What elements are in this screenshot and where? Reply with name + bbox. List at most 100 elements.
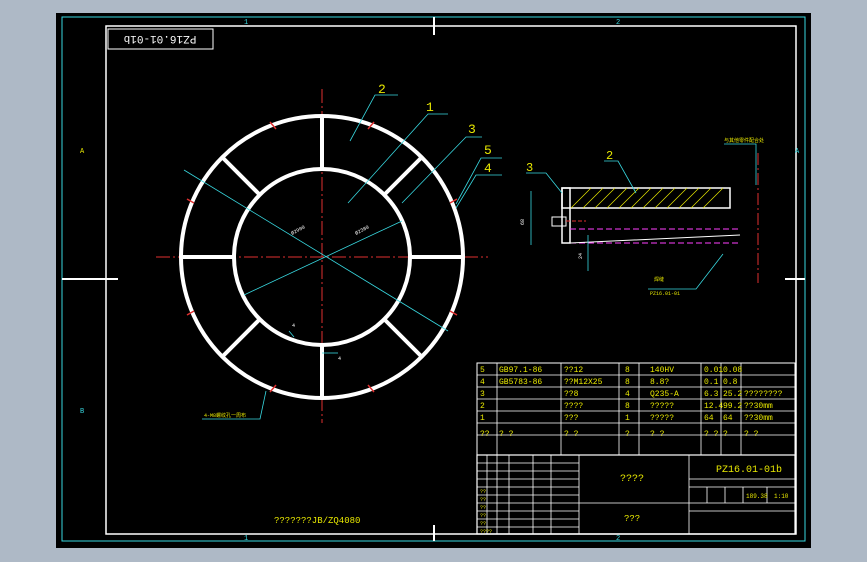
bom-cell: 0.1: [704, 378, 719, 387]
bom-cell: 2: [480, 402, 485, 411]
inner-border: [105, 25, 797, 535]
title-left-labels: ??????????????: [480, 489, 492, 535]
bom-cell: ??30mm: [744, 414, 773, 423]
title-block-grid: [477, 455, 795, 534]
bolt-head: [551, 216, 567, 227]
callout-3: 3: [468, 122, 476, 137]
rotated-drawing-number: PZ16.01-01b: [124, 32, 197, 44]
callout-5: 5: [484, 143, 492, 158]
bom-cell: ??M12X25: [564, 378, 603, 387]
bom-cell: ?????: [650, 414, 674, 423]
dim-inner-label: Ø2380: [354, 224, 371, 237]
bom-cell: 8: [625, 366, 630, 375]
bom-cell: ? ?: [650, 430, 665, 439]
zone-mark-left-a: A: [80, 148, 85, 156]
bom-cell: 8.8?: [650, 378, 669, 387]
bom-cell: ??30mm: [744, 402, 773, 411]
bom-cell: ??: [480, 430, 490, 439]
title-left-label: ????: [480, 529, 492, 535]
outer-border: [61, 16, 806, 542]
thread-note-leader: [202, 390, 267, 420]
bom-cell: ??8: [564, 390, 579, 399]
title-drawing-number: PZ16.01-01b: [716, 464, 782, 476]
section-note-top: 与其他零件配合处: [724, 137, 764, 144]
bom-cell: 64: [704, 414, 714, 423]
bom-cell: GB97.1-86: [499, 366, 542, 375]
plan-view: Ø2900 Ø2380 4 4 2 1 3 5 4 4-M8螺纹孔一周布: [156, 82, 502, 423]
bom-cell: 12.4: [704, 402, 723, 411]
bom-cell: ?????: [650, 402, 674, 411]
bom-cell: 140HV: [650, 366, 674, 375]
bom-cell: 1: [480, 414, 485, 423]
title-part-name: ????: [620, 474, 644, 485]
section-callout-2: 2: [606, 149, 613, 163]
title-left-label: ??: [480, 513, 486, 519]
bom-cell: ? ?: [564, 430, 579, 439]
section-note-bottom: PZ16.01-01: [650, 291, 680, 297]
bom-cell: ?: [625, 430, 630, 439]
title-left-label: ??: [480, 505, 486, 511]
bolt-hole-marks: [186, 121, 458, 393]
dim-line-inner: [243, 220, 403, 296]
dim-height-label: 68: [520, 219, 526, 225]
cad-viewport[interactable]: 1 2 A B A 1 2 PZ16.01-01b: [56, 13, 811, 548]
callout-1: 1: [426, 100, 434, 115]
title-block: PZ16.01-01b ???? ??? 189.38 1:10 ???????…: [476, 454, 796, 535]
dim-outer-label: Ø2900: [290, 224, 307, 237]
bom-cell: 1: [625, 414, 630, 423]
title-weight: 189.38: [746, 493, 768, 500]
bom-cell: GB5783-86: [499, 378, 542, 387]
bom-cell: 64: [723, 414, 733, 423]
dim-small-1: [288, 330, 295, 338]
bom-grid: [477, 363, 795, 455]
bom-cell: 0.8: [723, 378, 738, 387]
thread-note: 4-M8螺纹孔一周布: [204, 412, 246, 419]
section-callout-3: 3: [526, 161, 533, 175]
section-view: 68 24 3 2 与其他零件配合处 焊缝 PZ16.01-01: [520, 137, 764, 297]
title-left-label: ??: [480, 497, 486, 503]
bom-cell: 0.08: [723, 366, 742, 375]
bom-cell: 4: [625, 390, 630, 399]
bom-cell: 99.2: [723, 402, 742, 411]
rotated-number-box: [107, 28, 214, 50]
bom-cell: 5: [480, 366, 485, 375]
hatching: [570, 187, 724, 209]
bom-cell: ? ?: [744, 430, 759, 439]
zone-mark-top-2: 2: [616, 19, 620, 27]
bom-cell: 8: [625, 378, 630, 387]
dim-line-outer: [183, 169, 449, 332]
note-top-leader: [724, 143, 757, 185]
spokes: [181, 116, 463, 398]
bom-cell: ???: [564, 414, 579, 423]
callout-leaders: [347, 94, 502, 209]
dim-thickness-label: 24: [578, 253, 584, 259]
note-bottom-leader: [648, 253, 724, 290]
dim-small-2-label: 4: [338, 356, 341, 362]
bom-cell: ? ?: [499, 430, 514, 439]
section-callout-2-leader: [604, 160, 637, 194]
title-left-label: ??: [480, 489, 486, 495]
title-scale: 1:10: [774, 493, 789, 500]
weld-line: [569, 234, 741, 244]
section-callout-3-leader: [526, 172, 563, 194]
zone-mark-top-1: 1: [244, 19, 248, 27]
section-note-weld: 焊缝: [654, 276, 664, 283]
zone-mark-left-b: B: [80, 408, 84, 416]
bom-cell: ?: [723, 430, 728, 439]
bom-cell: 0.01: [704, 366, 723, 375]
bom-cell: 3: [480, 390, 485, 399]
callout-4: 4: [484, 161, 492, 176]
zone-mark-bottom-1: 1: [244, 535, 248, 543]
zone-mark-right-a: A: [795, 148, 800, 156]
bom-cell: 4: [480, 378, 485, 387]
bom-cell: 8: [625, 402, 630, 411]
title-block-frame: [476, 454, 796, 535]
bom-cell: ????????: [744, 390, 783, 399]
bom-cell: ? ?: [704, 430, 719, 439]
callout-2: 2: [378, 82, 386, 97]
title-company: ???: [624, 514, 640, 524]
flange: [561, 187, 571, 244]
bom-cell: ????: [564, 402, 583, 411]
